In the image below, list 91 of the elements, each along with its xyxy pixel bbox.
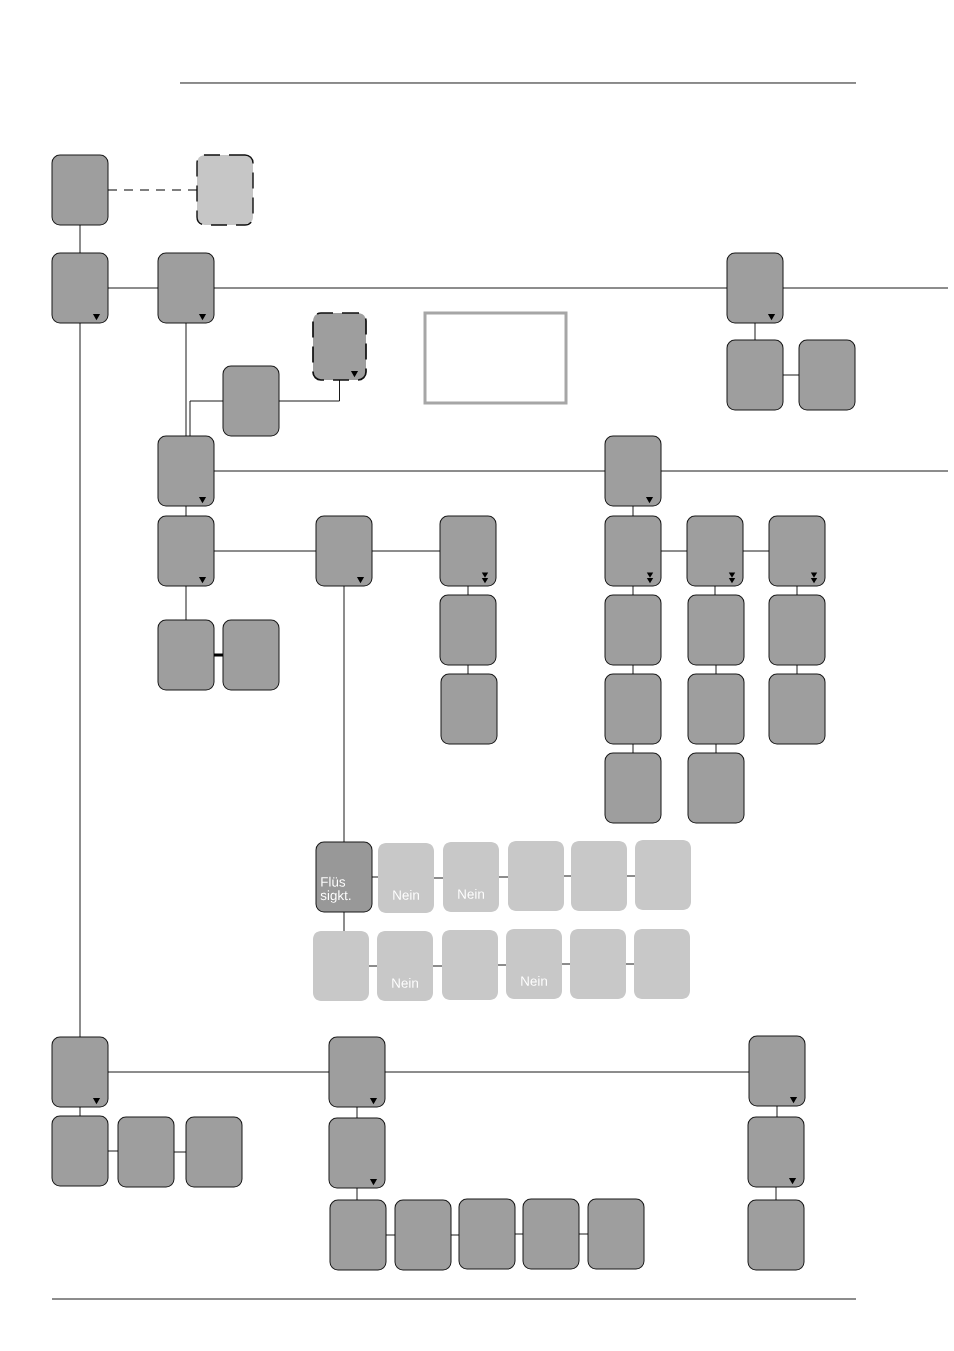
connector-line bbox=[625, 963, 635, 965]
connector-line bbox=[754, 322, 756, 341]
connector-line bbox=[626, 875, 636, 877]
menu-box bbox=[768, 594, 826, 666]
menu-box bbox=[442, 930, 498, 1000]
connector-line bbox=[278, 379, 340, 402]
menu-box bbox=[604, 594, 662, 666]
menu-box bbox=[222, 619, 280, 691]
connector-line bbox=[563, 875, 572, 877]
connector-line bbox=[343, 585, 345, 843]
connector-line bbox=[185, 505, 187, 517]
connector-line bbox=[782, 287, 949, 289]
menu-box bbox=[768, 673, 826, 745]
connector-line bbox=[632, 585, 634, 596]
connector-line bbox=[578, 1233, 589, 1235]
connector-line bbox=[107, 1071, 330, 1073]
menu-box: Flüs sigkt. bbox=[315, 841, 373, 913]
connector-line bbox=[660, 470, 949, 472]
menu-box bbox=[185, 1116, 243, 1188]
connector-line bbox=[107, 287, 159, 289]
menu-box bbox=[394, 1199, 452, 1271]
connector-line bbox=[498, 876, 509, 878]
connector-line bbox=[384, 1071, 750, 1073]
connector-line bbox=[715, 664, 717, 675]
connector-line bbox=[368, 965, 378, 967]
menu-box bbox=[635, 840, 691, 910]
menu-box bbox=[604, 673, 662, 745]
connector-line bbox=[189, 400, 224, 437]
connector-line bbox=[79, 224, 81, 254]
connector-line bbox=[343, 911, 345, 932]
menu-box bbox=[51, 1115, 109, 1187]
connector-line bbox=[371, 550, 441, 552]
menu-box bbox=[798, 339, 856, 411]
connector-line bbox=[561, 963, 571, 965]
connector-line bbox=[107, 1150, 119, 1152]
connector-line bbox=[356, 1106, 358, 1119]
menu-box bbox=[522, 1198, 580, 1270]
connector-line bbox=[742, 550, 770, 552]
menu-box bbox=[313, 931, 369, 1001]
connector-line bbox=[107, 189, 198, 191]
connector-line bbox=[714, 585, 716, 596]
connector-line bbox=[213, 470, 606, 472]
connector-line bbox=[660, 550, 688, 552]
menu-box bbox=[687, 673, 745, 745]
menu-box bbox=[604, 752, 662, 824]
connector-line bbox=[79, 322, 81, 1038]
connector-line bbox=[514, 1233, 524, 1235]
connector-line bbox=[450, 1234, 460, 1236]
menu-box bbox=[726, 339, 784, 411]
connector-line bbox=[213, 550, 317, 552]
connector-line bbox=[185, 585, 187, 621]
connector-line bbox=[632, 505, 634, 517]
menu-box bbox=[508, 841, 564, 911]
menu-box bbox=[687, 594, 745, 666]
connector-line bbox=[632, 743, 634, 754]
connector-line bbox=[385, 1234, 396, 1236]
connector-line bbox=[185, 322, 187, 437]
menu-box bbox=[634, 929, 690, 999]
menu-box bbox=[687, 752, 745, 824]
connector-line bbox=[79, 1106, 81, 1117]
menu-box bbox=[117, 1116, 175, 1188]
connector-line bbox=[432, 965, 443, 967]
menu-box bbox=[222, 365, 280, 437]
menu-box bbox=[571, 841, 627, 911]
connector-line bbox=[213, 287, 728, 289]
menu-box bbox=[587, 1198, 645, 1270]
connector-line bbox=[467, 664, 469, 675]
connector-line bbox=[467, 585, 469, 596]
menu-box bbox=[439, 594, 497, 666]
menu-box bbox=[157, 619, 215, 691]
menu-box bbox=[51, 154, 109, 226]
connector-line bbox=[776, 1105, 778, 1118]
connector-line bbox=[796, 585, 798, 596]
menu-box bbox=[747, 1199, 805, 1271]
connector-line bbox=[371, 876, 379, 878]
connector-line bbox=[796, 664, 798, 675]
connector-line bbox=[632, 664, 634, 675]
connector-line bbox=[782, 374, 800, 376]
menu-box bbox=[329, 1199, 387, 1271]
connector-line bbox=[433, 877, 444, 879]
connector-line bbox=[214, 653, 223, 657]
blank-panel bbox=[423, 311, 568, 405]
menu-box bbox=[440, 673, 498, 745]
connector-line bbox=[497, 964, 507, 966]
connector-line bbox=[775, 1186, 777, 1201]
menu-box bbox=[570, 929, 626, 999]
menu-box bbox=[196, 154, 254, 226]
connector-line bbox=[173, 1151, 187, 1153]
connector-line bbox=[356, 1187, 358, 1201]
menu-box bbox=[458, 1198, 516, 1270]
connector-line bbox=[715, 743, 717, 754]
